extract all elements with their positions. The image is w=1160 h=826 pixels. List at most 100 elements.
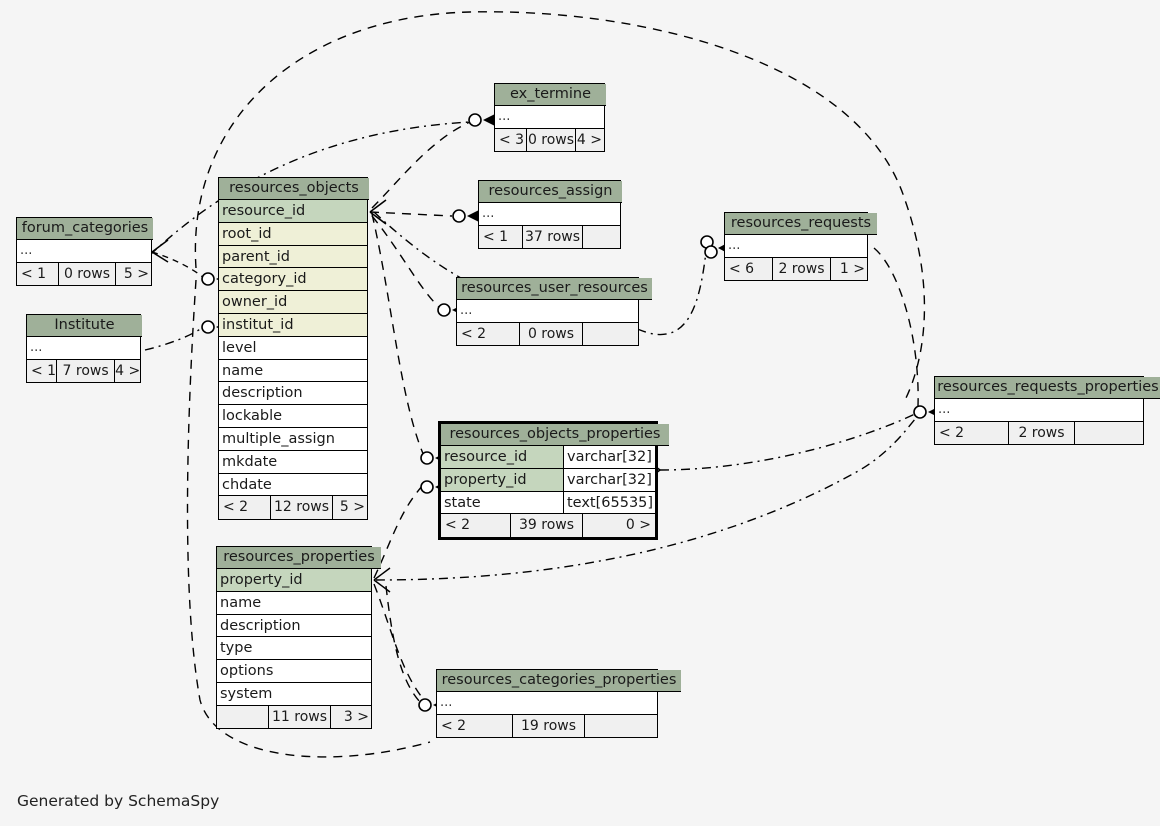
table-row-collapsed[interactable]: ... — [935, 399, 1143, 422]
connector-extermine — [468, 113, 495, 127]
footer-cell-children: 5 > — [123, 265, 149, 282]
column-name: multiple_assign — [222, 430, 335, 447]
table-title: ex_termine — [495, 84, 606, 106]
edge-props-catprops — [373, 583, 425, 701]
table-column-row[interactable]: lockable — [219, 405, 367, 428]
table-title: resources_user_resources — [457, 278, 652, 300]
footer-cell-parents: < 6 — [725, 257, 773, 281]
table-column-row[interactable]: parent_id — [219, 245, 367, 269]
column-type: varchar[32] — [563, 446, 655, 468]
table-title-text: resources_properties — [223, 549, 375, 565]
column-name: institut_id — [222, 316, 294, 333]
table-column-row[interactable]: mkdate — [219, 450, 367, 474]
table-title-text: resources_categories_properties — [441, 672, 677, 688]
table-column-row[interactable]: level — [219, 336, 367, 360]
connector-assign — [452, 209, 479, 223]
footer-cell-rowcount: 12 rows — [271, 496, 333, 519]
footer-cell-children: 4 > — [576, 131, 602, 148]
column-name: lockable — [222, 408, 283, 425]
column-name: type — [220, 640, 253, 657]
table-row-collapsed[interactable]: ... — [725, 235, 867, 258]
column-name: options — [220, 663, 274, 680]
edge-props-catprops-2 — [385, 585, 421, 703]
column-name: description — [222, 385, 303, 402]
crowsfoot-props-right — [373, 567, 391, 593]
column-name: state — [444, 494, 481, 511]
footer-cell-parents: < 1 — [27, 359, 58, 383]
table-column-row[interactable]: resource_id — [219, 200, 367, 223]
table-column-row[interactable]: description — [217, 614, 371, 638]
footer-cell-parents: < 1 — [479, 225, 523, 249]
edge-objprops-reqprops — [659, 413, 916, 471]
table-title-text: ex_termine — [509, 86, 592, 102]
column-name: property_id — [444, 471, 527, 488]
table-column-row[interactable]: name — [219, 359, 367, 383]
footer-cell-rowcount: 0 rows — [59, 262, 116, 286]
table-column-row[interactable]: property_id varchar[32] — [441, 468, 655, 492]
table-column-row[interactable]: options — [217, 660, 371, 683]
column-name: ... — [460, 303, 473, 318]
table-column-row[interactable]: description — [219, 382, 367, 406]
table-column-row[interactable]: type — [217, 637, 371, 661]
edge-requests-reqprops — [873, 247, 919, 407]
column-type: varchar[32] — [563, 468, 655, 491]
table-column-row[interactable]: owner_id — [219, 291, 367, 314]
table-row-collapsed[interactable]: ... — [479, 203, 620, 226]
table-column-row[interactable]: name — [217, 591, 371, 615]
table-row-collapsed[interactable]: ... — [27, 337, 140, 360]
table-column-row[interactable]: chdate — [219, 473, 367, 497]
table-title-text: resources_requests_properties — [937, 379, 1159, 395]
column-name: level — [222, 339, 257, 356]
table-row-collapsed[interactable]: ... — [437, 692, 657, 715]
footer-cell-rowcount: 19 rows — [513, 714, 585, 738]
table-row-collapsed[interactable]: ... — [17, 240, 151, 263]
footer-cell-rowcount: 0 rows — [520, 322, 583, 346]
table-column-row[interactable]: root_id — [219, 222, 367, 246]
table-title-text: forum_categories — [21, 220, 149, 236]
table-column-row[interactable]: institut_id — [219, 313, 367, 337]
table-column-row[interactable]: multiple_assign — [219, 427, 367, 451]
footer-cell-children: 5 > — [339, 499, 365, 516]
column-name: property_id — [220, 572, 303, 588]
table-column-row[interactable]: system — [217, 682, 371, 706]
table-row-collapsed[interactable]: ... — [495, 106, 604, 129]
column-name: ... — [498, 109, 511, 124]
table-title: resources_requests — [725, 213, 877, 235]
table-title: Institute — [27, 315, 142, 337]
table-title: resources_objects — [219, 178, 369, 200]
table-row-collapsed[interactable]: ... — [457, 300, 638, 323]
footer-cell-children — [583, 323, 640, 346]
footer-cell-parents: < 1 — [17, 262, 59, 286]
column-name: ... — [482, 206, 495, 221]
footer-cell-rowcount: 11 rows — [269, 705, 331, 729]
table-column-row[interactable]: category_id — [219, 268, 367, 292]
edge-objects-objprops — [371, 213, 425, 457]
edge-objects-user-resources — [371, 215, 441, 309]
table-column-row[interactable]: property_id — [217, 569, 371, 592]
column-name: root_id — [222, 225, 272, 242]
footer-cell-children — [585, 715, 659, 738]
